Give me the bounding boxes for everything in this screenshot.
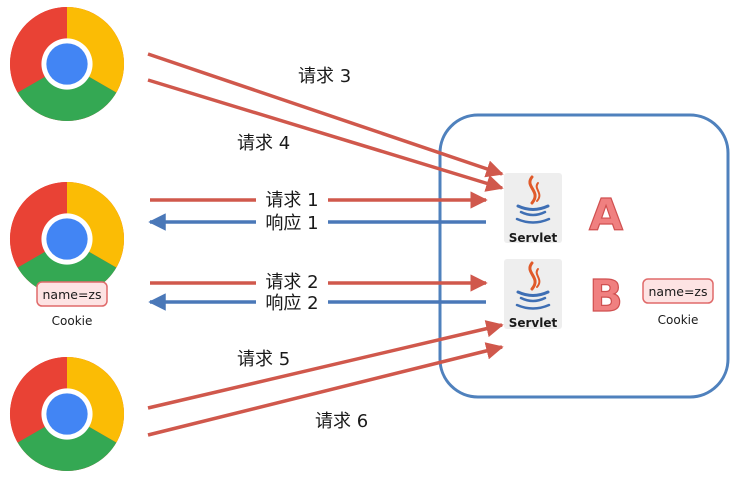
request-1-label: 请求 1 bbox=[265, 190, 318, 211]
chrome-browser-icon-3 bbox=[9, 356, 125, 472]
server-cookie-value: name=zs bbox=[649, 284, 708, 299]
request-6-label: 请求 6 bbox=[315, 411, 368, 432]
letter-b: B bbox=[589, 271, 623, 322]
browser-cookie-box bbox=[36, 281, 108, 307]
request-6-arrow bbox=[147, 342, 504, 437]
server-cookie-caption: Cookie bbox=[658, 313, 699, 327]
server-container bbox=[438, 113, 730, 399]
response-1-label: 响应 1 bbox=[265, 213, 318, 234]
letter-a: A bbox=[589, 190, 623, 241]
servlet-b-label: Servlet bbox=[509, 316, 558, 330]
request-4-label: 请求 4 bbox=[237, 133, 290, 154]
chrome-browser-icon-1 bbox=[9, 6, 125, 122]
request-5-arrow bbox=[147, 320, 504, 410]
browser-cookie-value: name=zs bbox=[43, 287, 102, 302]
request-4-arrow bbox=[147, 78, 504, 192]
request-3-arrow bbox=[147, 52, 504, 178]
request-2-label: 请求 2 bbox=[265, 272, 318, 293]
request-3-label: 请求 3 bbox=[298, 66, 351, 87]
server-cookie-box bbox=[642, 278, 714, 304]
servlet-a-label: Servlet bbox=[509, 231, 558, 245]
browser-cookie-caption: Cookie bbox=[52, 314, 93, 328]
response-2-label: 响应 2 bbox=[265, 293, 318, 314]
request-5-label: 请求 5 bbox=[237, 349, 290, 370]
chrome-browser-icon-2 bbox=[9, 181, 125, 297]
